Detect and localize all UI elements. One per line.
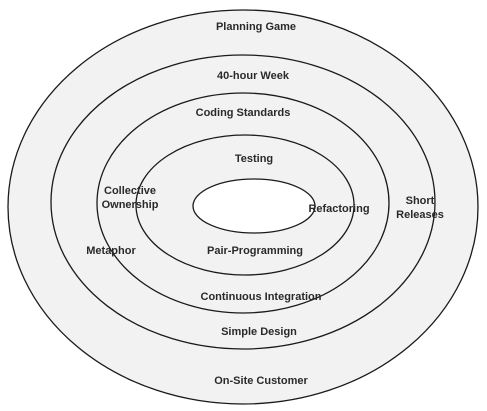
label-collective-ownership-line1: Collective <box>104 185 156 197</box>
label-continuous-integration: Continuous Integration <box>201 291 322 303</box>
label-simple-design: Simple Design <box>221 326 297 338</box>
label-40-hour-week: 40-hour Week <box>217 70 290 82</box>
label-short-releases-line1: Short <box>406 195 435 207</box>
label-pair-programming: Pair-Programming <box>207 245 303 257</box>
label-refactoring: Refactoring <box>308 203 369 215</box>
label-testing: Testing <box>235 153 273 165</box>
label-planning-game: Planning Game <box>216 21 296 33</box>
label-on-site-customer: On-Site Customer <box>214 375 308 387</box>
label-collective-ownership-line2: Ownership <box>102 199 159 211</box>
ring-center <box>192 178 316 234</box>
label-coding-standards: Coding Standards <box>196 107 291 119</box>
label-short-releases-line2: Releases <box>396 209 444 221</box>
label-metaphor: Metaphor <box>86 245 136 257</box>
